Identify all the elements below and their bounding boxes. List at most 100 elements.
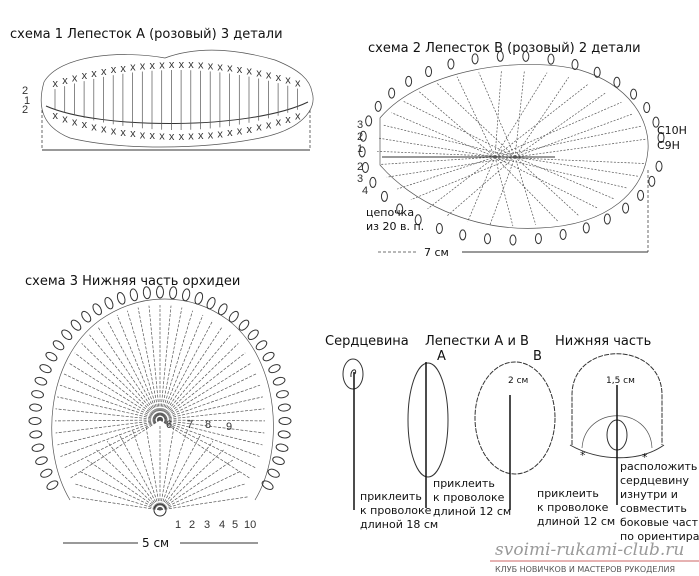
picot-loop [276, 390, 289, 399]
picot-loop [613, 76, 621, 88]
stitch-mark [378, 137, 496, 158]
stitch-mark [159, 408, 265, 421]
chain-note: цепочка [366, 206, 414, 219]
stitch-mark [427, 156, 496, 210]
stitch-mark [159, 419, 265, 422]
stitch-mark [446, 156, 516, 217]
picot-loop [369, 176, 377, 188]
stitch-x: x [256, 68, 262, 80]
stitch-mark [118, 434, 161, 511]
c9h-label: C9H [657, 139, 680, 152]
stitch-mark [494, 125, 642, 158]
picot-loop [169, 286, 178, 300]
picot-loop [359, 130, 367, 142]
stitch-x: x [276, 72, 282, 84]
stitch-mark [391, 112, 496, 158]
starting-ring [153, 503, 167, 517]
stitch-x: x [120, 63, 126, 75]
core-note: к проволоке [360, 504, 432, 517]
stitch-x: x [130, 62, 136, 74]
stitch-mark [159, 343, 239, 421]
stitch-mark [159, 429, 189, 511]
stitch-mark [97, 326, 161, 421]
stitch-mark [494, 156, 628, 189]
stitch-x: x [285, 114, 291, 126]
stitch-mark [494, 70, 502, 158]
stitch-mark [494, 156, 598, 209]
row-label: 2 [357, 131, 363, 143]
stitch-mark [74, 352, 161, 421]
picot-loop [374, 100, 382, 112]
core-title: Сердцевина [325, 334, 409, 349]
stitch-mark [494, 101, 622, 158]
stitch-x: x [188, 59, 194, 71]
picot-loop [261, 480, 274, 490]
stitch-mark [57, 396, 161, 421]
stitch-mark [131, 429, 161, 511]
stitch-mark [159, 483, 246, 511]
picot-loop [655, 160, 663, 172]
stitch-x: x [130, 128, 136, 140]
stitch-mark [55, 408, 161, 421]
petal-b-shape [474, 361, 556, 475]
stitch-x: x [208, 60, 214, 72]
petal-a-note: приклеить [433, 477, 495, 490]
row-number: 7 [187, 419, 193, 431]
row-number: 4 [219, 519, 225, 531]
row-number: 2 [189, 519, 195, 531]
bottom-part-base [569, 444, 665, 459]
picot-loop [388, 87, 396, 99]
stitch-mark [456, 76, 496, 158]
picot-loop [471, 53, 479, 65]
picot-loop [272, 456, 285, 466]
stitch-mark [159, 307, 183, 421]
petal-b-note: приклеить [537, 487, 599, 500]
picot-loop [116, 292, 126, 305]
picot-loop [70, 319, 82, 331]
stitch-mark [159, 334, 231, 421]
scheme3-dimension: 5 см [142, 536, 169, 550]
picot-loop [275, 443, 289, 452]
stitch-x: x [72, 116, 78, 128]
stitch-mark [159, 496, 249, 511]
stitch-mark [377, 150, 516, 158]
stitch-x: x [285, 75, 291, 87]
stitch-x: x [247, 66, 253, 78]
stitch-mark [106, 320, 161, 421]
row-label: 3 [357, 119, 363, 131]
petal-a-shape [407, 362, 449, 478]
stitch-x: x [179, 59, 185, 71]
row-number: 1 [175, 519, 181, 531]
bottom-note: боковые части [620, 516, 699, 529]
alignment-star: * [580, 449, 586, 462]
stitch-mark [159, 419, 265, 434]
picot-loop [603, 213, 611, 225]
picot-loop [156, 285, 164, 299]
picot-loop [277, 403, 291, 412]
stitch-x: x [72, 72, 78, 84]
stitch-x: x [120, 127, 126, 139]
bottom-stitches [28, 285, 292, 511]
stitch-x: x [91, 68, 97, 80]
petal-a-note: к проволоке [433, 491, 505, 504]
picot-loop [129, 288, 139, 302]
stitch-mark [159, 310, 193, 421]
stitch-x: x [237, 126, 243, 138]
picot-loop [228, 310, 239, 323]
picot-loop [40, 468, 53, 478]
row-label: 1 [357, 143, 363, 155]
picot-loop [29, 403, 43, 412]
stitch-mark [81, 343, 161, 421]
stitch-mark [494, 83, 589, 158]
stitch-x: x [198, 60, 204, 72]
picot-loop [194, 292, 204, 305]
stitch-mark [418, 91, 496, 158]
bottom-part-size: 1,5 см [606, 376, 635, 386]
bottom-note: изнутри и [620, 488, 678, 501]
picot-loop [425, 66, 433, 78]
picot-loop [435, 223, 443, 235]
core-curl [350, 369, 357, 378]
core-note: длиной 18 см [360, 518, 438, 531]
stitch-x: x [53, 110, 59, 122]
stitch-x: x [140, 61, 146, 73]
